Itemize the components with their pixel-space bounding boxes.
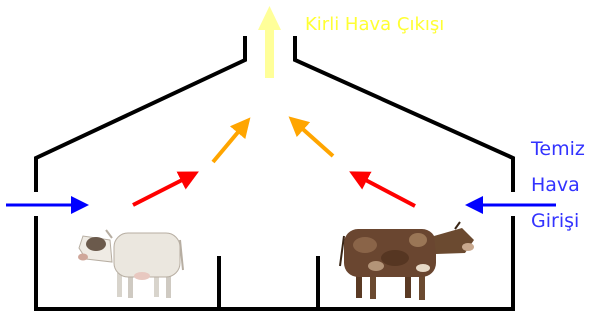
left-roof [34, 36, 247, 192]
barn-floor [34, 216, 515, 311]
rising-air-arrow-right [288, 116, 335, 158]
inlet-label-line-3: Girişi [531, 210, 580, 232]
exhaust-arrow [258, 6, 281, 78]
right-roof [293, 36, 515, 192]
exhaust-label: Kirli Hava Çıkışı [305, 14, 445, 35]
inlet-label-line-2: Hava [531, 174, 580, 196]
barn-walls [34, 36, 515, 311]
inlet-label-line-1: Temiz [531, 138, 585, 160]
brown-cow-icon [339, 221, 474, 300]
white-cow-icon [78, 229, 184, 298]
rising-air-arrow-left [211, 117, 251, 164]
warm-air-arrow-right [349, 171, 416, 208]
warm-air-arrow-left [132, 171, 199, 207]
